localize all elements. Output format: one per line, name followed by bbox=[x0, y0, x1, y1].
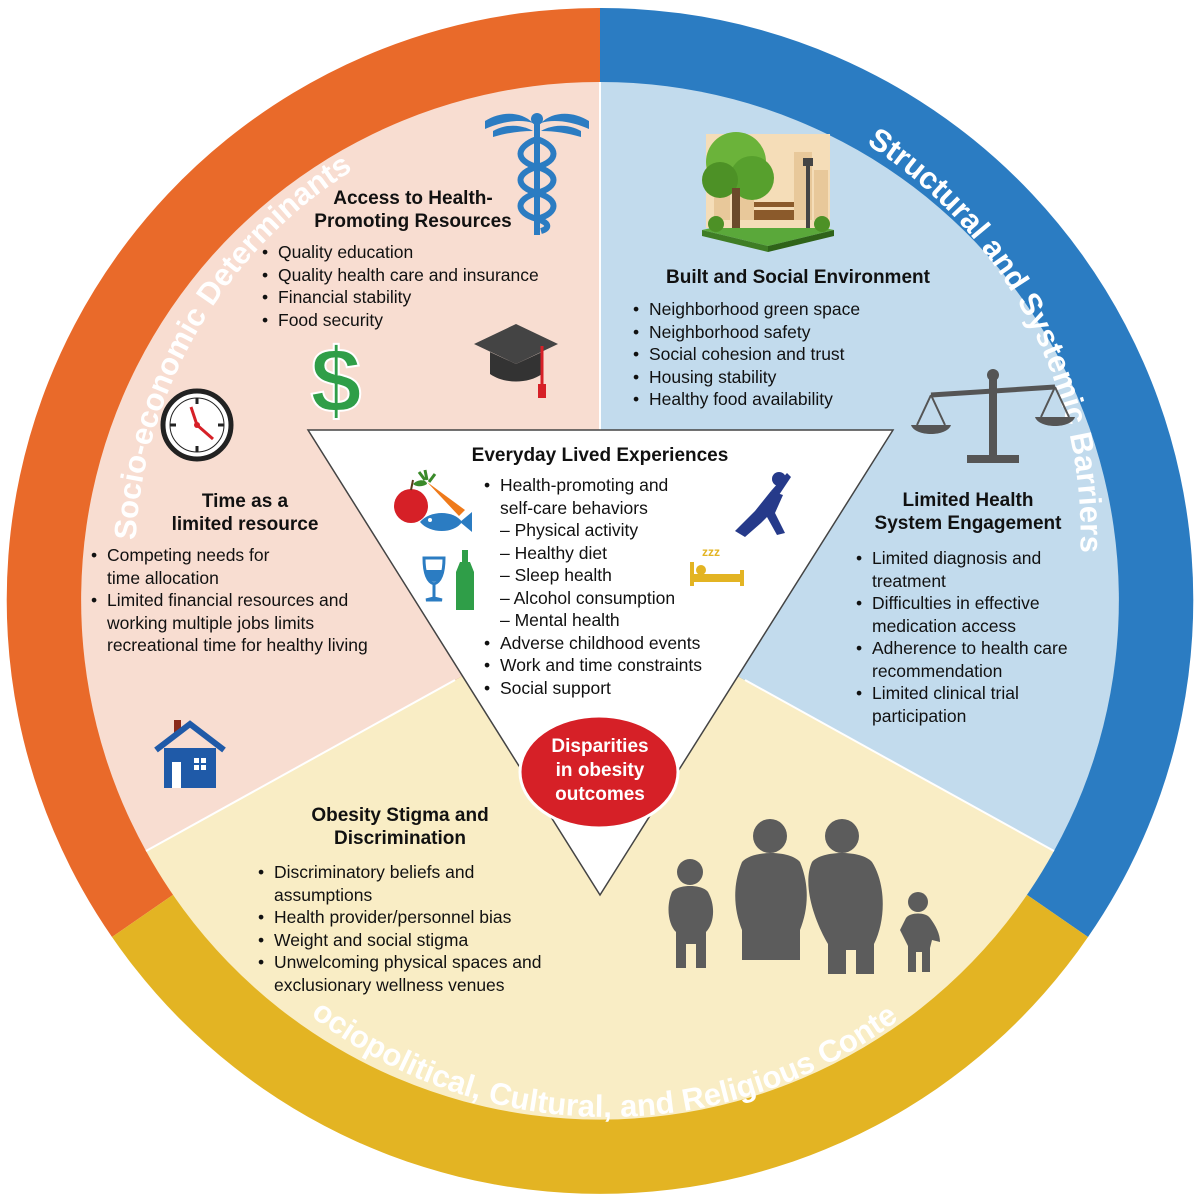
sub-list-item: – Mental health bbox=[500, 610, 620, 630]
limited-heading-line1: Limited Health bbox=[902, 490, 1034, 511]
list-item: Healthy food availability bbox=[633, 388, 933, 411]
built-heading-text: Built and Social Environment bbox=[666, 267, 930, 288]
built-heading: Built and Social Environment bbox=[628, 266, 968, 289]
list-item: Health provider/personnel bias bbox=[258, 906, 588, 929]
disparities-label: Disparities in obesity outcomes bbox=[530, 735, 670, 807]
list-item: Adverse childhood events bbox=[484, 632, 724, 655]
stigma-heading-line1: Obesity Stigma and bbox=[311, 805, 489, 826]
house-icon bbox=[154, 720, 226, 788]
disparities-line2: in obesity bbox=[555, 760, 645, 781]
list-item: Quality education bbox=[262, 241, 592, 264]
disparities-line1: Disparities bbox=[551, 736, 649, 757]
sub-list-item: – Physical activity bbox=[500, 520, 639, 540]
list-item: Social cohesion and trust bbox=[633, 343, 933, 366]
wine-bottle-icon bbox=[422, 550, 474, 610]
scales-icon bbox=[911, 369, 1075, 463]
list-item: Weight and social stigma bbox=[258, 929, 588, 952]
list-item: Work and time constraints bbox=[484, 654, 724, 677]
time-heading: Time as a limited resource bbox=[140, 490, 350, 536]
park-icon bbox=[702, 132, 834, 252]
list-item: Neighborhood green space bbox=[633, 298, 933, 321]
everyday-heading-text: Everyday Lived Experiences bbox=[471, 445, 729, 466]
family-icon bbox=[668, 819, 940, 974]
list-item: Quality health care and insurance bbox=[262, 264, 592, 287]
fruit-vegetable-icon bbox=[394, 469, 465, 523]
fish-icon bbox=[420, 512, 472, 532]
divider-left bbox=[145, 679, 456, 852]
list-item: Neighborhood safety bbox=[633, 321, 933, 344]
svg-text:$: $ bbox=[310, 330, 361, 432]
access-list: Quality education Quality health care an… bbox=[262, 241, 592, 331]
disparities-ellipse bbox=[518, 714, 680, 830]
sub-list-item: – Healthy diet bbox=[500, 542, 608, 563]
access-heading: Access to Health- Promoting Resources bbox=[278, 187, 548, 233]
clock-icon bbox=[160, 388, 234, 462]
time-heading-line2: limited resource bbox=[171, 514, 319, 535]
built-list: Neighborhood green space Neighborhood sa… bbox=[633, 298, 933, 411]
access-heading-line2: Promoting Resources bbox=[314, 211, 512, 232]
limited-heading: Limited Health System Engagement bbox=[838, 489, 1098, 535]
sub-list-item: – Alcohol consumption bbox=[500, 587, 676, 608]
dollar-icon: $ bbox=[309, 329, 362, 433]
list-item: Housing stability bbox=[633, 366, 933, 389]
sleep-bed-icon: zzz bbox=[690, 545, 744, 586]
everyday-heading: Everyday Lived Experiences bbox=[430, 444, 770, 467]
list-item: Unwelcoming physical spaces andexclusion… bbox=[258, 951, 588, 996]
list-item: Food security bbox=[262, 309, 592, 332]
list-item: Financial stability bbox=[262, 286, 592, 309]
caduceus-icon bbox=[485, 113, 589, 235]
graduation-cap-icon bbox=[474, 324, 558, 398]
divider-right bbox=[744, 679, 1055, 852]
time-heading-line1: Time as a bbox=[201, 491, 289, 512]
disparities-line3: outcomes bbox=[555, 784, 645, 805]
sub-list-item: – Sleep health bbox=[500, 565, 612, 585]
limited-heading-line2: System Engagement bbox=[874, 513, 1062, 534]
stigma-heading-line2: Discrimination bbox=[334, 828, 466, 849]
svg-text:zzz: zzz bbox=[702, 545, 720, 559]
access-heading-line1: Access to Health- bbox=[333, 188, 493, 209]
list-item: Social support bbox=[484, 677, 724, 700]
exercise-person-icon bbox=[735, 472, 791, 537]
stigma-heading: Obesity Stigma and Discrimination bbox=[270, 804, 530, 850]
